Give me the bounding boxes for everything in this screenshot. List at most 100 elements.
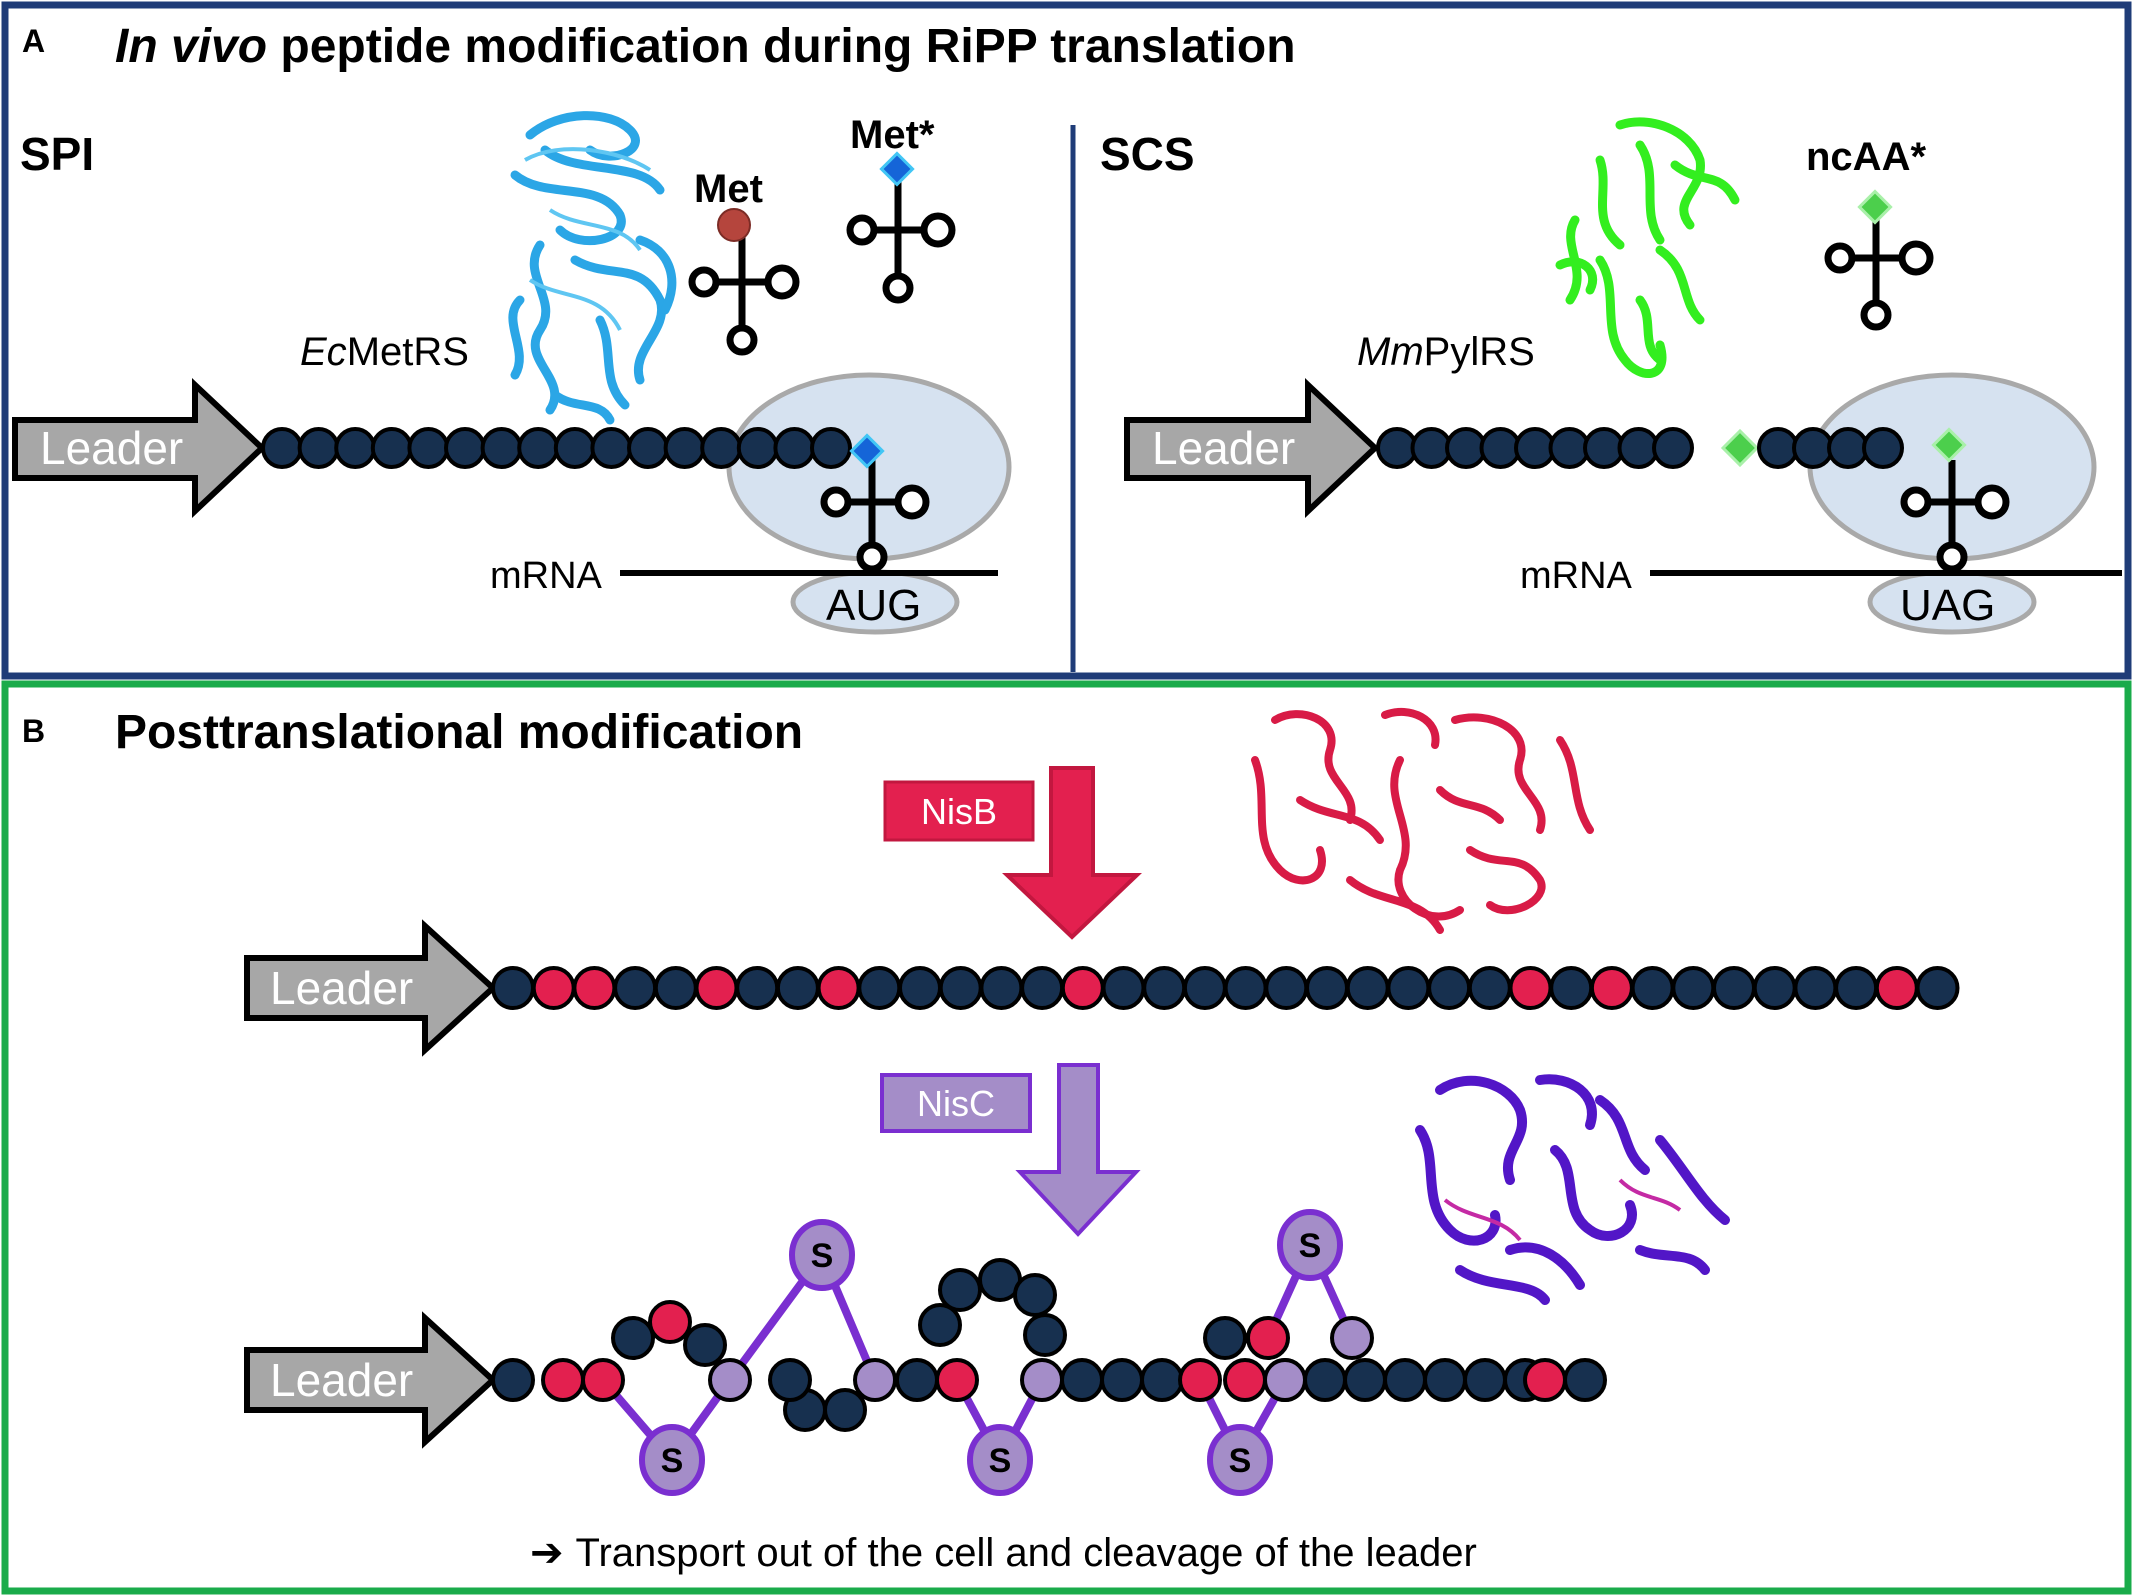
residue [1712, 966, 1756, 1010]
spi-incorporated-met-star [849, 433, 885, 469]
residue [1023, 1313, 1067, 1357]
met-star-label: Met* [850, 113, 935, 157]
residue [979, 966, 1024, 1010]
residue [1792, 427, 1834, 469]
residue [918, 1303, 962, 1347]
ecmetrs-label: EcMetRS [300, 330, 469, 374]
lanthionine-residue [708, 1358, 752, 1402]
met-star-amino-acid [879, 151, 915, 187]
residue [491, 966, 535, 1010]
spi-leader-label: Leader [40, 422, 183, 474]
dehydrated-residue [1523, 1358, 1567, 1402]
residue [1100, 1358, 1144, 1402]
dehydrated-residue [531, 966, 576, 1010]
nisb-label: NisB [921, 791, 997, 832]
sulfur-label: S [989, 1442, 1012, 1480]
leader-arrow-2 [244, 1311, 498, 1449]
residue [370, 427, 413, 469]
ncaa-amino-acid [1857, 189, 1893, 225]
sulfur-label: S [1299, 1227, 1322, 1265]
dehydrated-residue [572, 966, 617, 1010]
residue [1479, 427, 1522, 469]
dehydrated-residue [648, 1300, 692, 1344]
residue [1013, 1273, 1057, 1317]
residue [683, 1323, 727, 1367]
residue [1514, 427, 1556, 469]
residue [1671, 966, 1716, 1010]
sulfur-bridge-node [967, 1424, 1033, 1496]
residue [1793, 966, 1838, 1010]
sulfur-bridge-node [789, 1219, 855, 1291]
dehydrated-residue [1178, 1358, 1222, 1402]
residue [1862, 427, 1904, 469]
residue [1757, 427, 1799, 469]
lanthionine-residue [1020, 1358, 1064, 1402]
residue [1563, 1358, 1607, 1402]
residue [1203, 1316, 1247, 1360]
spi-codon: AUG [826, 581, 921, 630]
scs-label: SCS [1100, 128, 1195, 180]
residue [590, 427, 633, 469]
residue [611, 1316, 655, 1360]
leader-arrow-1 [244, 919, 498, 1057]
spi-leader-arrow [12, 378, 267, 518]
residue [1583, 427, 1625, 469]
met-label: Met [694, 167, 763, 211]
residue [1060, 1358, 1104, 1402]
residue [1427, 966, 1472, 1010]
residue [1383, 1358, 1427, 1402]
residue [768, 1358, 812, 1402]
dehydrated-residue [1060, 966, 1105, 1010]
met-trna-icon [688, 225, 800, 356]
residue [736, 427, 779, 469]
residue [700, 427, 743, 469]
residue [1630, 966, 1675, 1010]
residue [1827, 427, 1869, 469]
nisc-arrow [1015, 1063, 1141, 1237]
residue [857, 966, 902, 1010]
panel-b-title: Posttranslational modification [115, 706, 803, 759]
panel-a-frame [1, 1, 2132, 680]
residue [261, 427, 303, 469]
spi-peptide-chain [261, 427, 852, 469]
incorporated-ncaa [1720, 428, 1760, 468]
lanthionine-residue [1263, 1358, 1307, 1402]
residue [1548, 427, 1591, 469]
ecmetrs-protein-icon [508, 111, 677, 425]
sulfur-bridge-node [1277, 1209, 1343, 1281]
dehydrated-residue [1589, 966, 1634, 1010]
residue [1423, 1358, 1467, 1402]
footer-caption: ➔Transport out of the cell and cleavage … [530, 1531, 1477, 1575]
residue [1142, 966, 1187, 1010]
nisc-label: NisC [917, 1083, 995, 1124]
residue [334, 427, 377, 469]
residue [444, 427, 486, 469]
panel-a-letter: A [22, 23, 45, 59]
residue [1020, 966, 1065, 1010]
residue [1264, 966, 1309, 1010]
residue [895, 1358, 939, 1402]
residue [480, 427, 523, 469]
residue [1463, 1358, 1507, 1402]
spi-mrna-label: mRNA [490, 555, 603, 597]
residue [1305, 966, 1349, 1010]
dehydrated-residue [1246, 1316, 1290, 1360]
dehydrated-residue [935, 1358, 979, 1402]
residue [1140, 1358, 1184, 1402]
nisc-label-box [880, 1073, 1032, 1133]
scs-codon: UAG [1900, 581, 1995, 630]
panel-a-title: In vivo peptide modification during RiPP… [115, 20, 1296, 73]
dehydrated-residue [694, 966, 739, 1010]
residue [627, 427, 669, 469]
residue [898, 966, 942, 1010]
spi-label: SPI [20, 128, 94, 180]
scs-leader-arrow [1124, 378, 1380, 518]
dehydrated-residue [1874, 966, 1919, 1010]
residue [1652, 427, 1694, 469]
ncaa-trna-icon [1824, 216, 1934, 331]
residue [1467, 966, 1512, 1010]
met-star-trna-icon [846, 180, 956, 304]
sulfur-label: S [811, 1237, 834, 1275]
nisc-protein-highlight [1443, 1178, 1682, 1242]
